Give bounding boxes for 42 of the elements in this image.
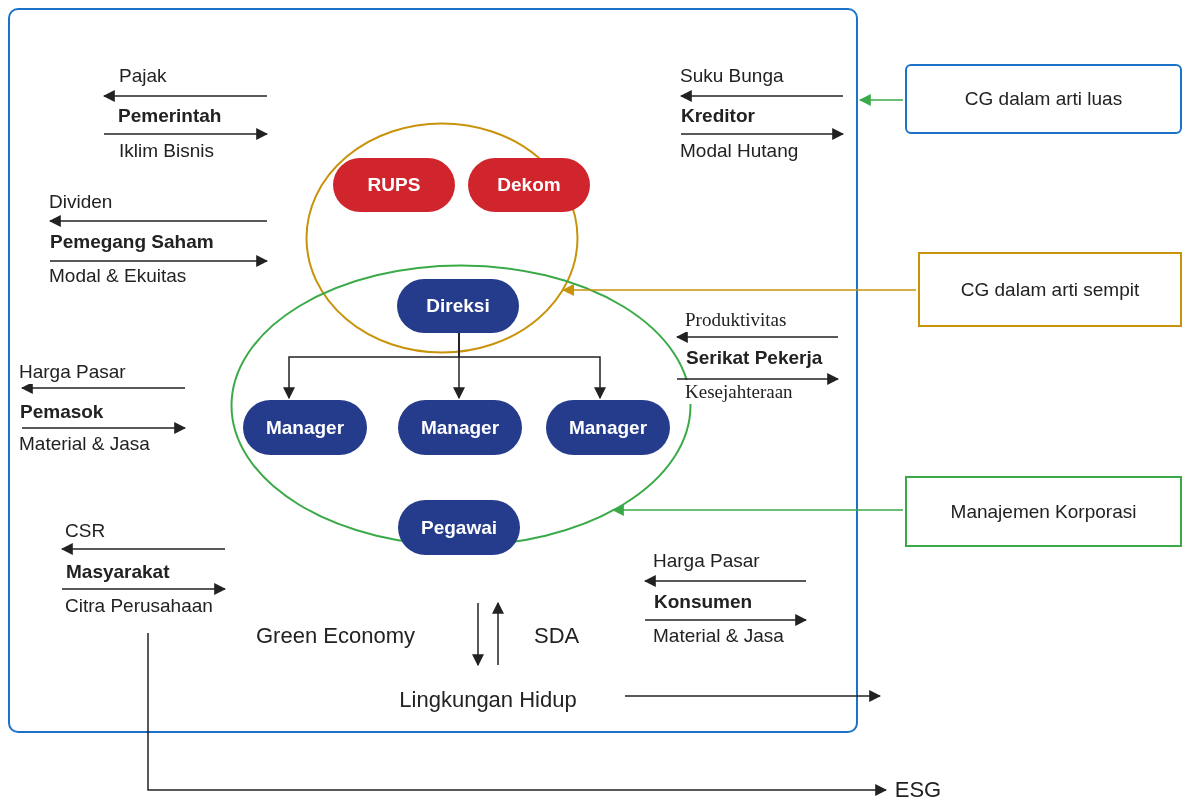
organ-pill: RUPS: [333, 158, 455, 212]
arrow: [676, 373, 840, 385]
arrow: [492, 601, 504, 666]
arrow: [643, 575, 807, 587]
arrow: [624, 690, 882, 702]
stakeholder-label: Serikat Pekerja: [686, 344, 844, 370]
stakeholder-label: Konsumen: [654, 588, 766, 616]
stakeholder-label: Kreditor: [681, 102, 781, 130]
arrow: [679, 90, 844, 102]
edge-label: Kesejahteraan: [684, 380, 794, 404]
text-label: Lingkungan Hidup: [368, 685, 608, 715]
organ-pill: Dekom: [468, 158, 590, 212]
role-pill: Manager: [243, 400, 367, 455]
arrow: [49, 255, 269, 267]
arrow: [21, 422, 187, 434]
callout-box: CG dalam arti sempit: [918, 252, 1182, 327]
text-label: ESG: [888, 776, 948, 803]
arrow: [562, 284, 917, 296]
role-pill: Pegawai: [398, 500, 520, 555]
stakeholder-label: Pemegang Saham: [50, 228, 265, 256]
stakeholder-label: Pemasok: [20, 398, 130, 426]
role-pill: Direksi: [397, 279, 519, 333]
arrow: [147, 632, 888, 796]
stakeholder-label: Pemerintah: [118, 102, 258, 130]
arrow: [48, 215, 268, 227]
arrow: [680, 128, 845, 140]
callout-box: Manajemen Korporasi: [905, 476, 1182, 547]
arrow: [102, 90, 268, 102]
stakeholder-label: Masyarakat: [66, 558, 196, 586]
arrow: [644, 614, 808, 626]
role-pill: Manager: [546, 400, 670, 455]
arrow: [472, 602, 484, 667]
role-pill: Manager: [398, 400, 522, 455]
arrow: [858, 94, 904, 106]
arrow: [61, 583, 227, 595]
arrow: [611, 504, 904, 516]
arrow: [103, 128, 269, 140]
arrow: [20, 382, 186, 394]
callout-box: CG dalam arti luas: [905, 64, 1182, 134]
arrow: [60, 543, 226, 555]
arrow: [458, 332, 606, 400]
arrow: [675, 331, 839, 343]
